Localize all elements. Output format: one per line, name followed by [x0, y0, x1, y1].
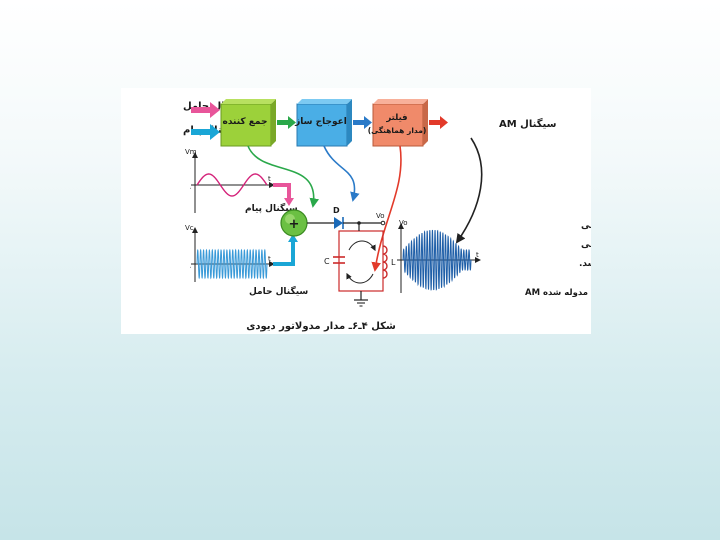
tank-current-arrow-top — [348, 240, 376, 252]
oscillator-block-label: اعوجاج ساز — [294, 117, 347, 127]
output-node-label: Vo — [376, 212, 385, 220]
carrier-signal-plot: Vc t ۰ سیگنال حامل — [185, 224, 308, 297]
arrow-message-to-adder — [273, 183, 291, 200]
arrow-oscillator-to-filter — [353, 116, 372, 129]
message-waveform — [196, 173, 268, 197]
note-line-1: ولتاژ خروجی در صورتی — [581, 221, 591, 231]
carrier-y-label: Vc — [185, 224, 194, 232]
carrier-origin-label: ۰ — [189, 264, 192, 271]
filter-block-label-1: فیلتر — [385, 113, 407, 123]
message-input-arrow — [191, 124, 220, 140]
adder-circle: + — [280, 209, 308, 237]
am-output-plot: Vo t سیگنال مدوله شده AM — [397, 219, 591, 298]
message-origin-label: ۰ — [189, 185, 192, 192]
inductor-coil — [382, 245, 388, 279]
output-note: ولتاژ خروجی در صورتی که به جای مقاومت اه… — [579, 221, 591, 269]
tank-current-arrow-bottom — [346, 272, 374, 284]
adder-block-label: جمع کننده — [223, 117, 268, 127]
capacitor-label: C — [324, 257, 330, 266]
carrier-x-label: t — [268, 255, 271, 263]
arrow-output-to-am-plot — [455, 137, 483, 244]
diode-label: D — [333, 206, 340, 215]
figure-caption: شکل ۴ـ۶ـ مدار مدولاتور دیودی — [246, 321, 396, 332]
message-y-label: Vm — [185, 148, 197, 156]
inductor-label: L — [391, 258, 396, 267]
filter-block: فیلتر (مدار هماهنگی) — [368, 99, 428, 147]
adder-block: جمع کننده — [220, 99, 276, 147]
am-output-label: سیگنال AM — [499, 117, 557, 130]
message-plot-caption: سیگنال پیام — [245, 202, 298, 214]
carrier-input-arrow — [191, 102, 220, 118]
arrow-filter-to-tank — [371, 145, 402, 272]
arrow-adder-to-oscillator — [277, 116, 296, 129]
message-signal-plot: Vm t ۰ سیگنال پیام — [185, 148, 298, 214]
diode-modulator-figure: سیگنال حامل سیگنال پیام جمع کننده — [121, 88, 591, 334]
arrow-filter-to-output — [429, 116, 448, 129]
am-y-label: Vo — [399, 219, 408, 227]
arrow-carrier-to-adder — [273, 240, 295, 266]
oscillator-block: اعوجاج ساز — [294, 99, 352, 147]
adder-symbol: + — [289, 217, 300, 232]
am-plot-caption: سیگنال مدوله شده AM — [525, 287, 591, 298]
carrier-plot-caption: سیگنال حامل — [249, 285, 308, 297]
filter-block-label-2: (مدار هماهنگی) — [368, 126, 427, 135]
am-x-label: t — [476, 251, 479, 259]
carrier-waveform — [196, 248, 268, 280]
note-line-3: مدار تانک باشد. — [579, 259, 591, 269]
message-x-label: t — [268, 175, 271, 183]
am-waveform — [402, 229, 472, 291]
arrow-oscillator-to-diode — [323, 145, 360, 202]
arrow-adder-to-circle — [247, 145, 319, 208]
note-line-2: که به جای مقاومت اهمی — [581, 240, 591, 250]
output-terminal — [380, 220, 386, 226]
diode — [334, 217, 344, 229]
tank-circuit: C L — [324, 223, 396, 307]
